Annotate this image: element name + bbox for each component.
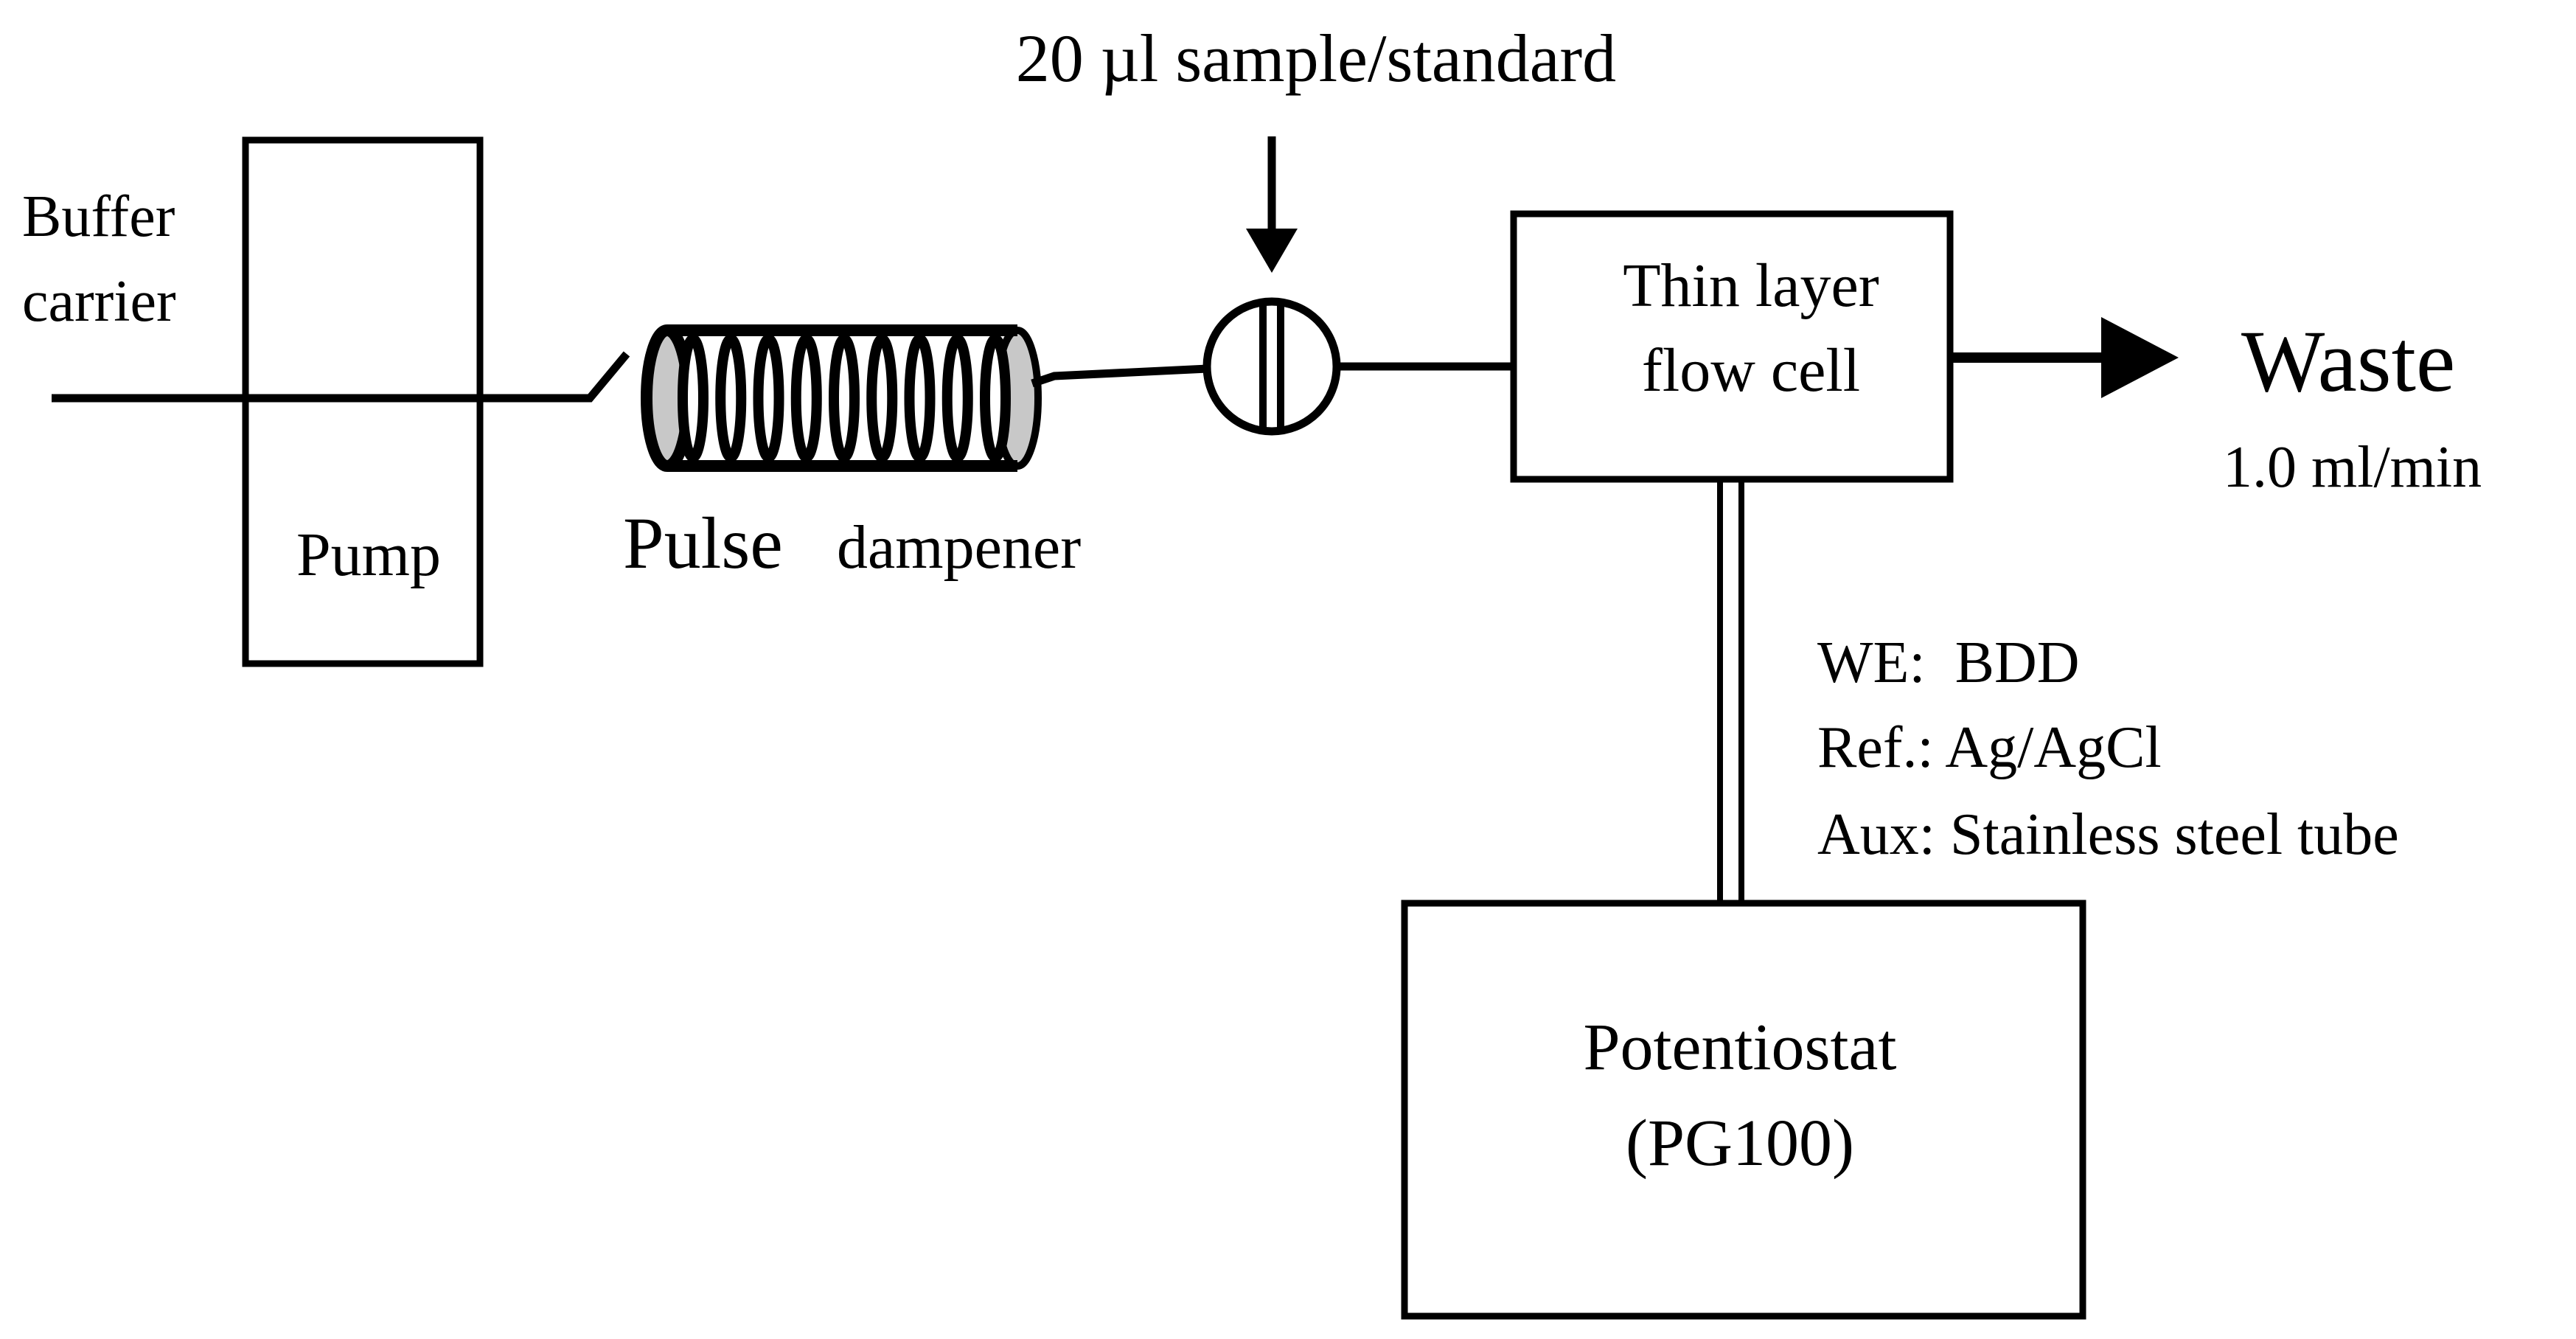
injection-valve-icon bbox=[1202, 297, 1341, 436]
coil-turn bbox=[866, 334, 898, 462]
coil-turn bbox=[753, 334, 784, 462]
flow-cell-label-line1: Thin layer bbox=[1623, 251, 1879, 320]
coil-turn bbox=[715, 334, 747, 462]
flow-cell-label-line2: flow cell bbox=[1642, 336, 1860, 405]
electrode-we-label: WE: BDD bbox=[1817, 630, 2080, 695]
pulse-label: Pulse bbox=[623, 502, 783, 584]
waste-label: Waste bbox=[2241, 312, 2455, 410]
electrode-cable bbox=[1717, 481, 1744, 901]
pulse-dampener-coil bbox=[641, 324, 1042, 472]
coil-turn bbox=[678, 334, 709, 462]
waste-arrow-icon bbox=[1952, 317, 2179, 398]
flow-rate-label: 1.0 ml/min bbox=[2223, 435, 2482, 500]
buffer-label-line1: Buffer bbox=[22, 184, 175, 249]
sample-arrow-icon bbox=[1246, 136, 1298, 273]
sample-label: 20 µl sample/standard bbox=[1016, 21, 1616, 96]
coil-turn bbox=[941, 334, 973, 462]
coil-turn bbox=[829, 334, 860, 462]
pump-box bbox=[242, 136, 484, 667]
coil-turn bbox=[904, 334, 936, 462]
flow-cell-box bbox=[1510, 210, 1954, 483]
potentiostat-label-line2: (PG100) bbox=[1626, 1107, 1854, 1180]
coil-turn bbox=[980, 334, 1011, 462]
dampener-label: dampener bbox=[837, 513, 1081, 582]
potentiostat-box bbox=[1401, 900, 2086, 1320]
pump-label: Pump bbox=[296, 521, 441, 589]
electrode-ref-label: Ref.: Ag/AgCl bbox=[1817, 715, 2162, 780]
electrode-aux-label: Aux: Stainless steel tube bbox=[1817, 802, 2399, 867]
potentiostat-label-line1: Potentiostat bbox=[1584, 1011, 1897, 1084]
coil-turn bbox=[790, 334, 822, 462]
dampener-outlet-tubing bbox=[1031, 364, 1208, 388]
buffer-label-line2: carrier bbox=[22, 269, 176, 334]
inlet-tubing bbox=[52, 351, 630, 403]
